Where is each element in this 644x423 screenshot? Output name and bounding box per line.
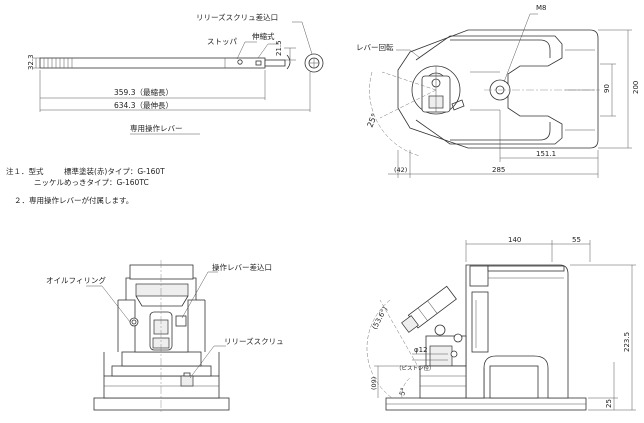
dim-151: 151.1 <box>536 150 556 158</box>
release-screw-port-label: リリーズスクリュ差込口 <box>196 12 278 22</box>
side-view-drawing <box>366 240 636 411</box>
dim-140: 140 <box>508 236 521 244</box>
dim-90: 90 <box>603 84 611 93</box>
lever-extended-dim: 634.3（最伸長） <box>114 100 173 110</box>
lever-retracted-dim: 359.3（最縮長） <box>114 87 173 97</box>
thread-label: M8 <box>536 4 547 12</box>
front-view-drawing <box>86 260 230 412</box>
note1-prefix: 注１．型式 <box>6 166 44 176</box>
lever-height-dim: 21.5 <box>275 40 283 56</box>
dim-42: (42) <box>394 166 407 174</box>
lever-dia-dim: 32.3 <box>27 54 35 70</box>
dim-223: 223.5 <box>623 332 631 352</box>
dim-55: 55 <box>572 236 581 244</box>
dim-angle-53: (53.6°) <box>371 305 390 331</box>
dim-200: 200 <box>632 81 640 94</box>
note1-line1: 標準塗装(赤)タイプ：G-160T <box>64 166 165 176</box>
lever-caption: 専用操作レバー <box>130 123 183 133</box>
telescopic-label: 伸縮式 <box>252 31 275 41</box>
dim-25: 25 <box>605 399 613 408</box>
oil-filling-label: オイルフィリング <box>46 275 106 285</box>
piston-dia-dim: φ12 <box>414 346 428 354</box>
lever-drawing <box>33 21 324 112</box>
release-screw-label: リリーズスクリュ <box>224 336 284 346</box>
stopper-label: ストッパ <box>207 37 237 46</box>
angle-5: 5° <box>398 387 408 397</box>
piston-dia-note: （ピストン径） <box>396 364 435 372</box>
note1-line2: ニッケルめっきタイプ：G-160TC <box>34 178 149 187</box>
dim-09: (09) <box>370 377 378 390</box>
top-view-drawing <box>369 13 632 178</box>
dim-285: 285 <box>492 166 505 174</box>
rotation-angle-dim: 25° <box>366 112 380 129</box>
lever-port-label: 操作レバー差込口 <box>212 262 272 272</box>
note2: ２．専用操作レバーが付属します。 <box>14 195 133 205</box>
lever-rotation-label: レバー回転 <box>356 43 394 52</box>
